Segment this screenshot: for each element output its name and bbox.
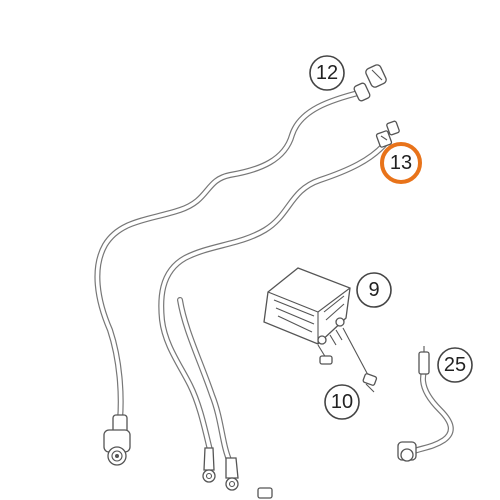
cable-12-top-connector: [353, 64, 387, 102]
callout-13-label: 13: [390, 152, 412, 174]
callout-12[interactable]: 12: [309, 55, 345, 91]
cable-12-bottom-connector: [103, 414, 131, 466]
cable-13-ring-terminals: [202, 447, 273, 499]
callout-25[interactable]: 25: [437, 347, 473, 383]
cable-13-top-connector: [375, 120, 400, 148]
callout-10-label: 10: [331, 391, 353, 413]
callout-9[interactable]: 9: [356, 272, 392, 308]
screws-10[interactable]: [317, 327, 378, 393]
cable-12[interactable]: [94, 64, 387, 466]
callout-13-highlighted[interactable]: 13: [380, 142, 422, 184]
callout-9-label: 9: [368, 279, 379, 301]
callout-25-label: 25: [444, 354, 466, 376]
callout-10[interactable]: 10: [324, 384, 360, 420]
regulator-9[interactable]: [263, 267, 351, 346]
callout-12-label: 12: [316, 62, 338, 84]
cable-harness-13[interactable]: [158, 120, 400, 499]
sensor-cable-25[interactable]: [397, 346, 454, 462]
